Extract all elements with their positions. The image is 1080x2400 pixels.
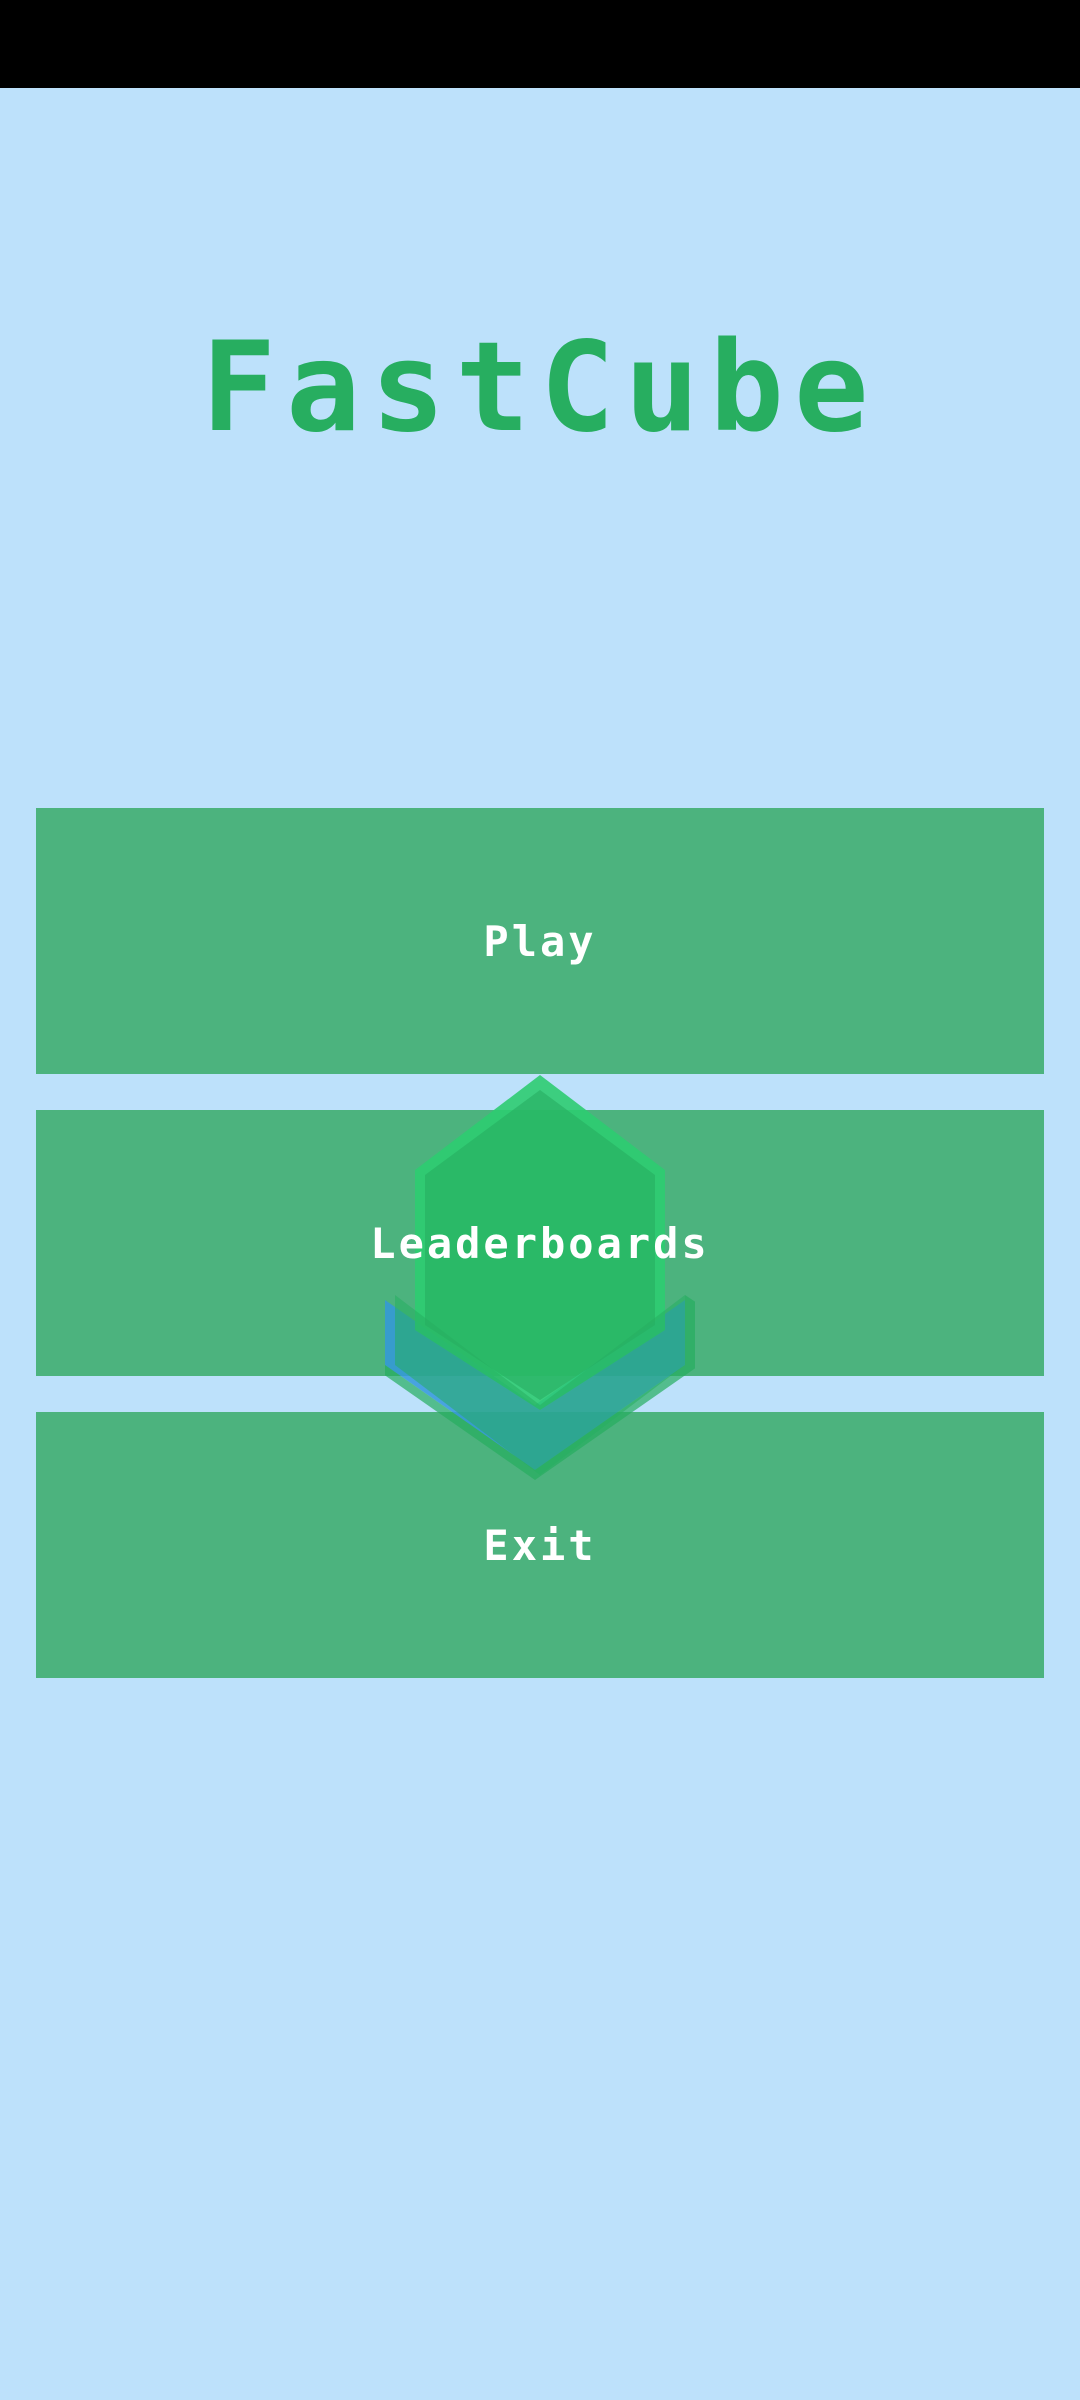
exit-button-label: Exit <box>483 1520 597 1570</box>
play-button-label: Play <box>483 916 597 966</box>
status-bar <box>0 0 1080 88</box>
exit-button[interactable]: Exit <box>36 1412 1044 1678</box>
play-button[interactable]: Play <box>36 808 1044 1074</box>
leaderboards-button[interactable]: Leaderboards <box>36 1110 1044 1376</box>
leaderboards-button-label: Leaderboards <box>370 1218 710 1268</box>
game-title: FastCube <box>201 316 879 460</box>
